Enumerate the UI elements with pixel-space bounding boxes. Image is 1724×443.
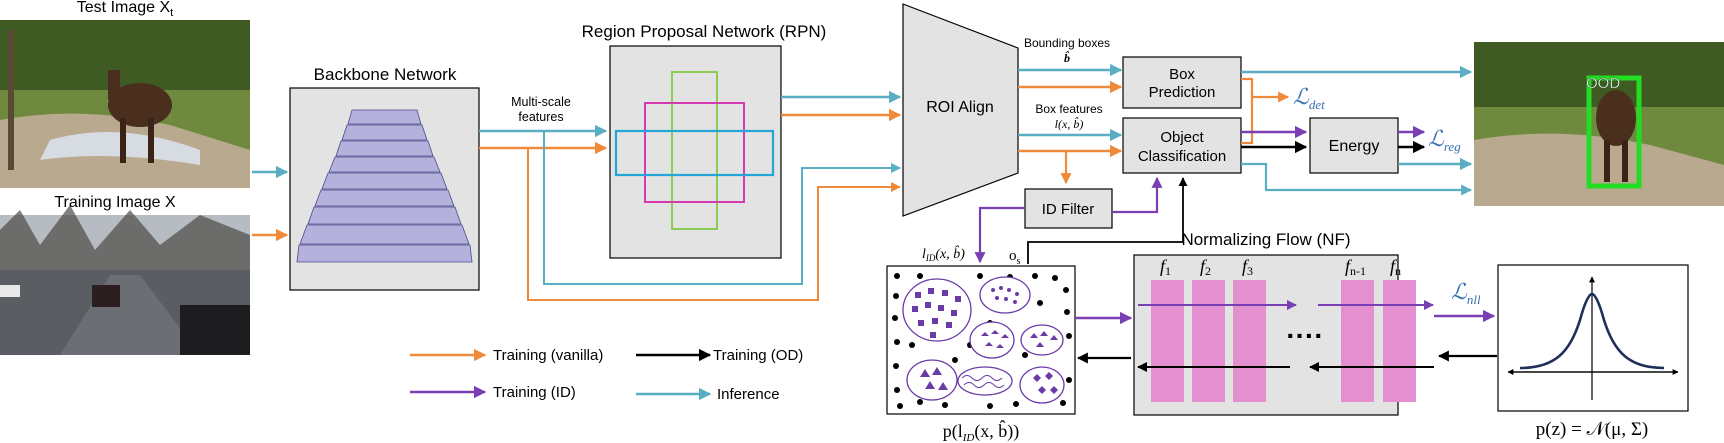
id-filter-box bbox=[1024, 188, 1113, 229]
loss-nll: ℒnll bbox=[1451, 279, 1481, 307]
svg-text:fn: fn bbox=[1390, 256, 1401, 278]
objcls-to-ldet-line bbox=[1241, 97, 1254, 145]
roi-align-label: ROI Align bbox=[926, 99, 994, 116]
gaussian-box bbox=[1497, 264, 1689, 412]
boxpred-to-ldet-arrow bbox=[1241, 77, 1290, 103]
bypass-teal-arrow bbox=[543, 131, 901, 285]
os-label: os bbox=[1009, 248, 1021, 267]
roi-align-block bbox=[902, 3, 1019, 217]
bounding-boxes-symbol: b̂ bbox=[1064, 51, 1070, 65]
nf-title: Normalizing Flow (NF) bbox=[1181, 230, 1350, 249]
legend-inference-label: Inference bbox=[717, 386, 780, 403]
nf-ellipsis: ···· bbox=[1286, 320, 1323, 351]
training-image-title: Training Image X bbox=[54, 194, 176, 211]
training-image bbox=[0, 205, 250, 355]
rpn-title: Region Proposal Network (RPN) bbox=[582, 22, 827, 41]
bounding-boxes-label: Bounding boxes bbox=[1024, 36, 1110, 50]
box-prediction-label-1: Box bbox=[1169, 66, 1195, 83]
svg-text:f2: f2 bbox=[1200, 256, 1211, 278]
box-prediction-box bbox=[1122, 56, 1242, 109]
rpn-anchor-green bbox=[671, 71, 718, 230]
backbone-pyramid bbox=[296, 109, 473, 263]
rpn-anchor-magenta bbox=[644, 102, 745, 203]
nf-flow-bar-n bbox=[1383, 280, 1416, 402]
id-cluster-marks bbox=[912, 286, 1058, 394]
objcls-to-output-arrow bbox=[1241, 162, 1473, 196]
ood-label: OOD bbox=[1586, 75, 1620, 92]
box-features-label: Box features bbox=[1035, 102, 1102, 116]
gauss-caption: p(z) = 𝒩(μ, Σ) bbox=[1536, 419, 1648, 440]
object-classification-label-2: Classification bbox=[1138, 148, 1226, 165]
ood-bounding-box bbox=[1586, 75, 1642, 189]
output-image bbox=[1474, 42, 1724, 206]
test-image-title: Test Image Xt bbox=[77, 0, 173, 19]
object-classification-box bbox=[1122, 117, 1242, 174]
legend-id-label: Training (ID) bbox=[493, 384, 576, 401]
energy-box bbox=[1309, 117, 1399, 174]
loss-reg: ℒreg bbox=[1428, 126, 1461, 154]
svg-text:f3: f3 bbox=[1242, 256, 1253, 278]
objcls-idfilter-helper bbox=[1112, 173, 1157, 208]
backbone-title: Backbone Network bbox=[314, 65, 457, 84]
id-panel-caption: p(lID(x, b̂)) bbox=[943, 420, 1020, 443]
legend-od-label: Training (OD) bbox=[713, 347, 803, 364]
id-cluster-hatch bbox=[961, 375, 1005, 388]
loss-det: ℒdet bbox=[1293, 84, 1325, 112]
energy-label: Energy bbox=[1329, 138, 1380, 155]
svg-text:f1: f1 bbox=[1160, 256, 1171, 278]
idfilter-to-idpanel-arrow bbox=[974, 206, 1025, 264]
lid-label: lID(x, b̂) bbox=[922, 245, 965, 263]
box-features-symbol: l(x, b̂) bbox=[1055, 117, 1084, 131]
rpn-anchor-blue bbox=[614, 129, 775, 177]
test-image bbox=[0, 20, 250, 188]
os-to-objcls-arrow bbox=[1027, 177, 1188, 264]
legend: Training (vanilla) Training (OD) Trainin… bbox=[410, 347, 803, 403]
legend-vanilla-label: Training (vanilla) bbox=[493, 347, 603, 364]
box-prediction-label-2: Prediction bbox=[1149, 84, 1216, 101]
id-filter-label: ID Filter bbox=[1042, 201, 1095, 218]
multiscale-label-1: Multi-scale bbox=[511, 95, 571, 109]
idfilter-to-objcls-arrow bbox=[1112, 176, 1163, 214]
bypass-orange-arrow bbox=[527, 148, 901, 301]
object-classification-label-1: Object bbox=[1160, 129, 1204, 146]
gauss-curve bbox=[1519, 292, 1665, 370]
rpn-box bbox=[609, 45, 782, 259]
multiscale-label-2: features bbox=[518, 110, 563, 124]
nf-flow-bars bbox=[1151, 280, 1374, 402]
